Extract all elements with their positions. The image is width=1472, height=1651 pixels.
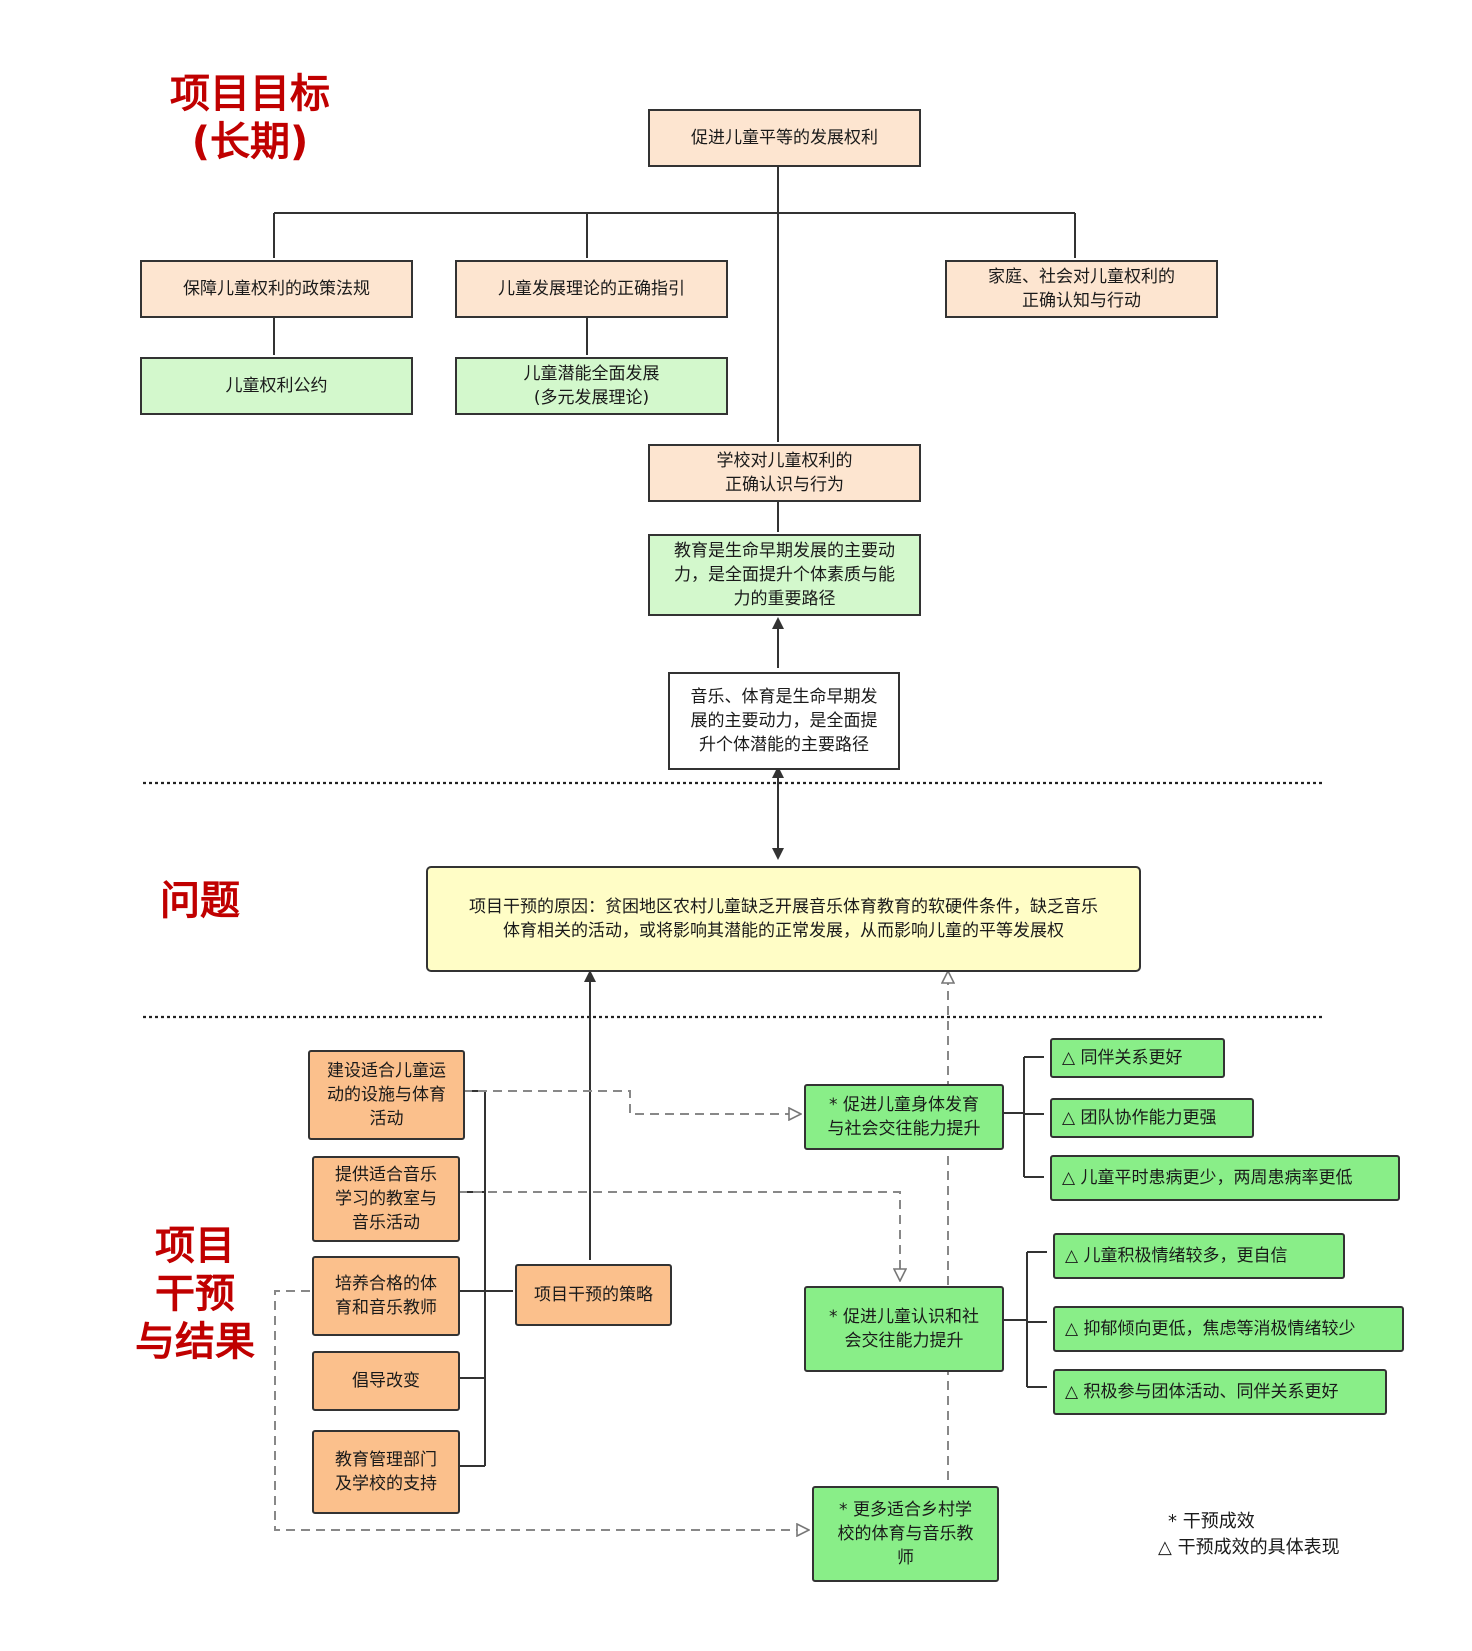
goal-family-box: 家庭、社会对儿童权利的 正确认知与行动 <box>945 260 1218 318</box>
legend-star: * 干预成效 <box>1168 1511 1255 1532</box>
section-title-problem: 问题 <box>160 878 240 924</box>
indicator-less-anxiety: △ 抑郁倾向更低，焦虑等消极情绪较少 <box>1053 1306 1404 1352</box>
dashed-s3-to-o3 <box>274 1290 808 1530</box>
indicator-positive-emotion: △ 儿童积极情绪较多，更自信 <box>1053 1233 1345 1279</box>
outcome-cognition-social-box: * 促进儿童认识和社 会交往能力提升 <box>804 1286 1004 1372</box>
indicator-less-illness: △ 儿童平时患病更少，两周患病率更低 <box>1050 1155 1400 1201</box>
goal-music-sports-box: 音乐、体育是生命早期发 展的主要动力，是全面提 升个体潜能的主要路径 <box>668 672 900 770</box>
section-title-intervention-line3: 与结果 <box>135 1319 255 1365</box>
strategy-music-classroom-box: 提供适合音乐 学习的教室与 音乐活动 <box>312 1156 460 1242</box>
strategy-facilities-box: 建设适合儿童运 动的设施与体育 活动 <box>308 1050 465 1140</box>
goal-convention-box: 儿童权利公约 <box>140 357 413 415</box>
indicator-group-activity: △ 积极参与团体活动、同伴关系更好 <box>1053 1369 1387 1415</box>
section-title-intervention-line1: 项目 <box>155 1223 235 1269</box>
indicator-peer-relations: △ 同伴关系更好 <box>1050 1038 1225 1078</box>
dashed-s2-to-o2 <box>458 1191 900 1280</box>
outcome-physical-social-box: * 促进儿童身体发育 与社会交往能力提升 <box>804 1084 1004 1150</box>
section-title-goal: 项目目标 (长期) <box>150 70 350 166</box>
section-title-goal-line2: (长期) <box>191 119 309 165</box>
dashed-s1-to-o1 <box>463 1090 800 1114</box>
goal-school-box: 学校对儿童权利的 正确认识与行为 <box>648 444 921 502</box>
strategy-support-box: 教育管理部门 及学校的支持 <box>312 1430 460 1514</box>
section-title-intervention-line2: 干预 <box>155 1271 235 1317</box>
goal-policy-box: 保障儿童权利的政策法规 <box>140 260 413 318</box>
indicator-teamwork: △ 团队协作能力更强 <box>1050 1098 1254 1138</box>
section-title-intervention: 项目 干预 与结果 <box>120 1222 270 1366</box>
problem-box: 项目干预的原因：贫困地区农村儿童缺乏开展音乐体育教育的软硬件条件，缺乏音乐 体育… <box>426 866 1141 972</box>
goal-top-box: 促进儿童平等的发展权利 <box>648 109 921 167</box>
section-title-goal-line1: 项目目标 <box>170 71 330 117</box>
goal-potential-box: 儿童潜能全面发展 (多元发展理论) <box>455 357 728 415</box>
strategy-teachers-box: 培养合格的体 育和音乐教师 <box>312 1256 460 1336</box>
goal-education-box: 教育是生命早期发展的主要动 力，是全面提升个体素质与能 力的重要路径 <box>648 534 921 616</box>
strategy-center-box: 项目干预的策略 <box>515 1264 672 1326</box>
goal-theory-box: 儿童发展理论的正确指引 <box>455 260 728 318</box>
outcome-teachers-box: * 更多适合乡村学 校的体育与音乐教 师 <box>812 1486 999 1582</box>
strategy-advocacy-box: 倡导改变 <box>312 1351 460 1411</box>
legend-triangle: △ 干预成效的具体表现 <box>1158 1537 1340 1558</box>
